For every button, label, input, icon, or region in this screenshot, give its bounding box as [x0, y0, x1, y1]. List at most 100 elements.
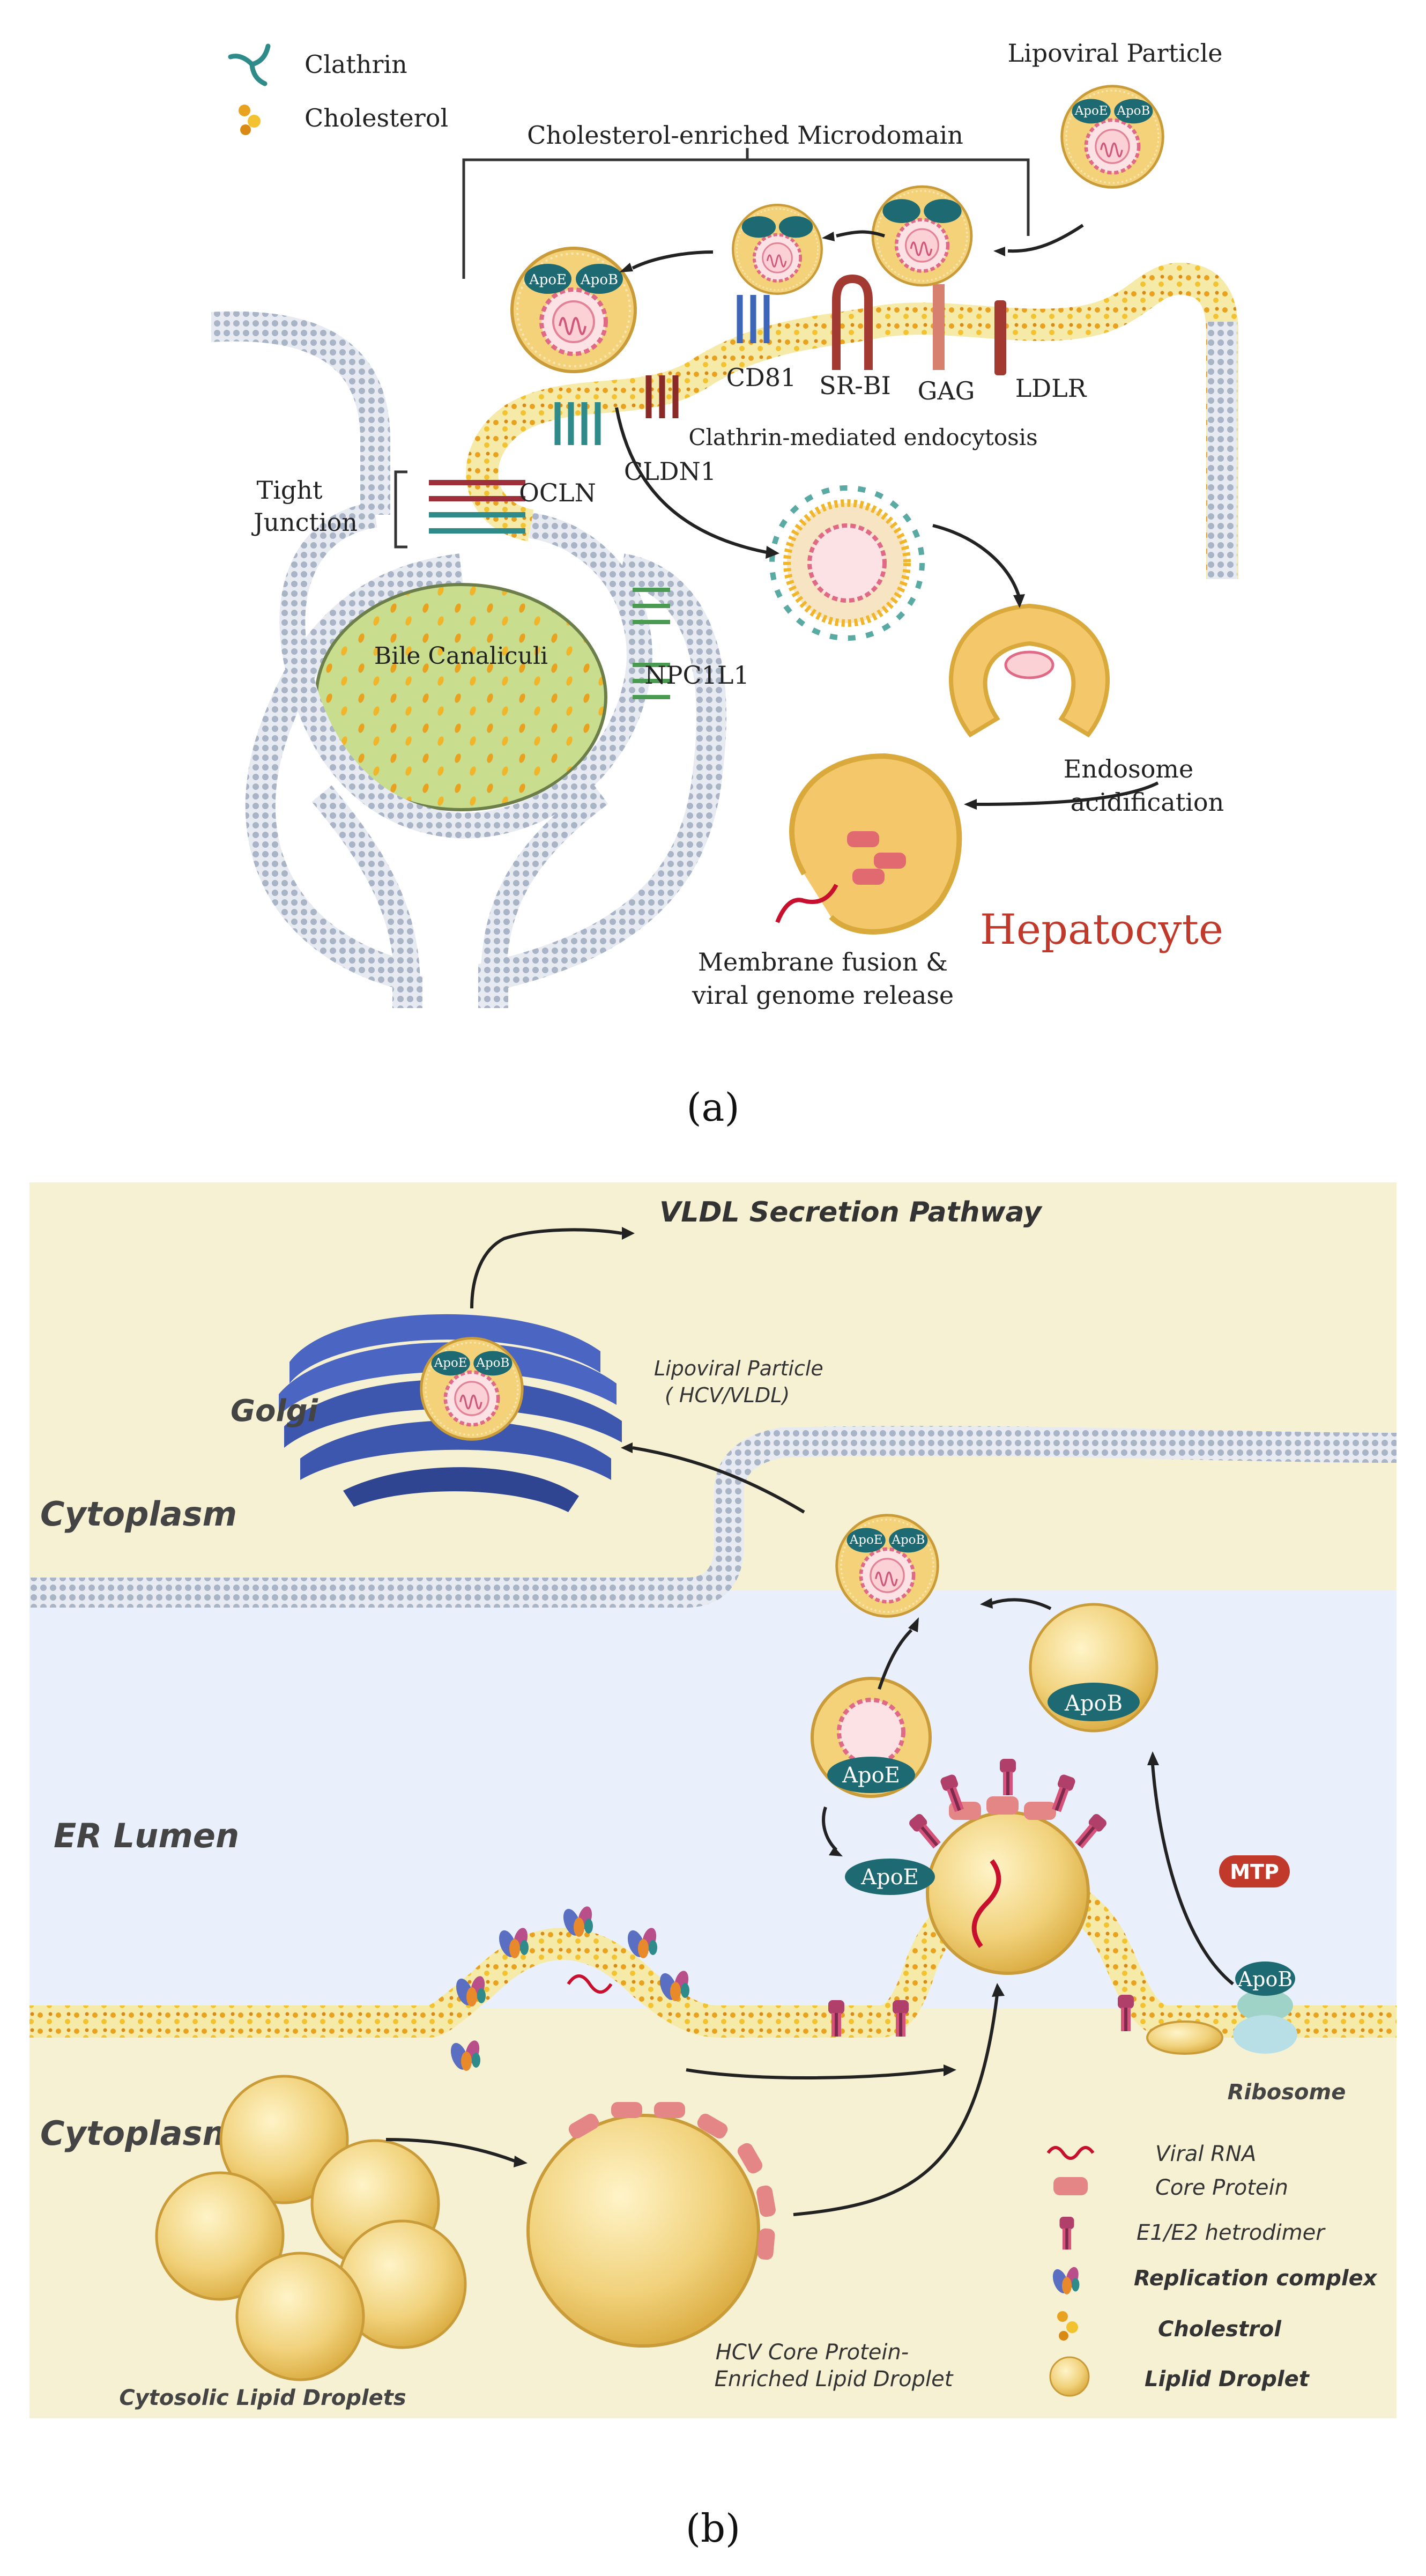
golgi-apoe-tag: ApoE	[434, 1356, 467, 1370]
lower-left-channel	[311, 785, 420, 987]
golgi-apparatus	[279, 1314, 622, 1512]
ldlr-label: LDLR	[1015, 374, 1087, 403]
legend-item-6: Liplid Droplet	[1145, 2367, 1310, 2392]
legend-item-3: E1/E2 hetrodimer	[1137, 2220, 1326, 2245]
er-apoe-tag: ApoE	[849, 1533, 883, 1547]
legend-item-2: Core Protein	[1155, 2175, 1288, 2200]
apob-tag-incoming: ApoB	[1116, 104, 1150, 118]
ribosome-label: Ribosome	[1228, 2080, 1346, 2105]
legend-item-5: Cholestrol	[1158, 2317, 1282, 2342]
legend-item-4: Replication complex	[1134, 2266, 1378, 2291]
golgi-label: Golgi	[231, 1394, 318, 1428]
left-membrane	[209, 311, 390, 515]
apoe-budding-label: ApoE	[860, 1865, 919, 1890]
lipoviral-b-label-1: Lipoviral Particle	[654, 1357, 823, 1380]
golgi-particle: ApoE ApoB	[421, 1338, 523, 1440]
particle-bound-large: ApoE ApoB	[512, 248, 635, 372]
ribosome: ApoB	[1233, 1961, 1297, 2054]
gag-receptor	[933, 284, 945, 370]
endosome-acidification	[949, 603, 1110, 738]
budding-core-droplet	[907, 1759, 1109, 1975]
legend-clathrin: Clathrin	[228, 43, 407, 86]
caption-a: (a)	[686, 1085, 739, 1130]
particle-gag	[873, 187, 971, 285]
cd81-label: CD81	[726, 363, 797, 392]
microdomain-label: Cholesterol-enriched Microdomain	[527, 121, 963, 150]
apoe-tag-budding: ApoE	[845, 1859, 935, 1895]
lipid-droplet-icon	[1049, 2356, 1090, 2397]
core-enriched-droplet	[526, 2102, 776, 2348]
cytoplasm-top-region	[29, 1182, 1397, 1590]
npc1l1-label: NPC1L1	[644, 661, 749, 690]
cholesterol-icon	[239, 105, 261, 135]
er-membrane-top	[29, 1426, 1397, 1608]
core-ld-label-2: Enriched Lipid Droplet	[715, 2367, 954, 2392]
lower-right-channel	[480, 783, 608, 987]
canaliculus-outer-membrane	[279, 502, 652, 839]
panel-b-arrows	[385, 1228, 1234, 2216]
cd81-receptor	[737, 295, 770, 343]
apob-droplet-label: ApoB	[1064, 1691, 1123, 1716]
golgi-apob-tag: ApoB	[476, 1356, 509, 1370]
bile-canaliculi-label: Bile Canaliculi	[374, 642, 548, 670]
endosome-label-2: acidification	[1071, 788, 1224, 817]
ribosome-apob-label: ApoB	[1237, 1967, 1293, 1991]
nascent-lipid-droplet	[1146, 2020, 1223, 2055]
panel-b: ApoE ApoB Golgi Lipoviral Particle ( HCV…	[29, 1182, 1397, 2551]
panel-a-arrowheads	[619, 232, 1025, 810]
lipoviral-b-label-2: ( HCV/VLDL)	[665, 1383, 790, 1407]
clathrin-coated-vesicle	[769, 485, 925, 641]
clathrin-icon	[228, 43, 271, 86]
tight-junction-label-2: Junction	[251, 508, 358, 537]
legend-item-1: Viral RNA	[1155, 2142, 1256, 2166]
lipoviral-particle-label: Lipoviral Particle	[1007, 39, 1222, 68]
cytosolic-ld-label: Cytosolic Lipid Droplets	[119, 2386, 406, 2410]
ocln-receptor	[554, 402, 601, 445]
microdomain-bracket	[462, 148, 1030, 279]
legend-cholesterol-label: Cholesterol	[304, 103, 448, 132]
core-protein-icon	[1053, 2177, 1088, 2195]
cldn1-receptor	[645, 375, 679, 418]
apoe-tag: ApoE	[529, 272, 567, 288]
membrane-fusion	[775, 753, 962, 935]
legend-cholesterol: Cholesterol	[239, 103, 448, 135]
particle-incoming: ApoE ApoB	[1062, 86, 1163, 188]
hepatocyte-label: Hepatocyte	[980, 906, 1223, 954]
srbi-label: SR-BI	[819, 371, 891, 400]
apoe-particle-label: ApoE	[842, 1763, 900, 1788]
tight-junction	[394, 470, 525, 549]
apob-tag: ApoB	[580, 272, 618, 288]
er-apob-tag: ApoB	[891, 1533, 925, 1547]
clathrin-endocytosis-label: Clathrin-mediated endocytosis	[688, 424, 1037, 450]
apoe-particle: ApoE	[811, 1677, 932, 1798]
tight-junction-label-1: Tight	[257, 476, 323, 505]
vldl-label: VLDL Secretion Pathway	[659, 1196, 1043, 1228]
fusion-label-1: Membrane fusion &	[698, 948, 948, 976]
cytosolic-lipid-droplets	[155, 2075, 467, 2381]
replication-bud	[447, 1905, 691, 2072]
caption-b: (b)	[686, 2506, 740, 2551]
core-ld-label-1: HCV Core Protein-	[716, 2340, 909, 2365]
panel-b-legend: Viral RNA Core Protein E1/E2 hetrodimer …	[1046, 2142, 1378, 2397]
legend-clathrin-label: Clathrin	[304, 50, 407, 79]
cytoplasm-bottom-label: Cytoplasm	[40, 2114, 237, 2153]
endosome-label-1: Endosome	[1064, 754, 1194, 783]
cholesterol-icon	[1057, 2311, 1078, 2341]
particle-cd81	[733, 205, 822, 294]
er-membrane-bottom	[29, 1868, 1397, 2038]
apob-lipid-droplet: ApoB	[1029, 1603, 1158, 1733]
mtp-label: MTP	[1230, 1860, 1279, 1884]
fusion-label-2: viral genome release	[692, 981, 954, 1010]
npc1l1-receptor	[633, 588, 670, 699]
er-lumen-label: ER Lumen	[54, 1816, 239, 1855]
er-lumen-region	[29, 1590, 1397, 2008]
srbi-receptor	[832, 274, 873, 370]
microdomain-membrane	[466, 262, 1238, 579]
viral-rna-icon	[1046, 2146, 1095, 2160]
gag-label: GAG	[918, 376, 975, 405]
mtp-badge: MTP	[1219, 1855, 1290, 1887]
panel-a-arrows	[615, 224, 1159, 806]
lipoviral-particle-er: ApoE ApoB	[837, 1515, 938, 1617]
cytoplasm-top-label: Cytoplasm	[40, 1494, 237, 1534]
